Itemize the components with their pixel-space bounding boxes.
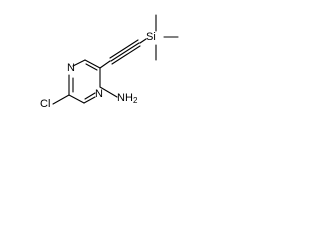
atom-label-n-bottom: N (95, 88, 103, 100)
bond-c2-c3 (84, 59, 101, 69)
atom-label-amine-subscript: 2 (133, 96, 138, 105)
bond-c5-c6 (68, 94, 85, 104)
double-bond-n4-c5-inner (84, 92, 96, 100)
atom-label-n-top: N (67, 62, 75, 74)
bond-n1-c2 (72, 59, 86, 67)
bond-c3-alkyne (99, 60, 111, 69)
chemical-structure-diagram: N N Cl NH 2 Si (40, 14, 179, 110)
bond-alkyne-si (139, 38, 147, 44)
bond-c5-nh2 (99, 86, 118, 98)
triple-bond-line-2 (110, 42, 140, 62)
bond-c6-cl (52, 94, 70, 105)
atom-label-amine: NH (117, 92, 133, 104)
atom-label-chlorine: Cl (40, 98, 50, 110)
double-bond-c2-c3-inner (85, 63, 98, 71)
atom-labels: N N Cl NH 2 Si (40, 31, 156, 110)
triple-bond-line-3 (111, 45, 141, 65)
substituent-bonds (52, 14, 179, 105)
atom-label-silicon: Si (146, 31, 156, 43)
bond-n4-c5 (83, 96, 96, 104)
triple-bond-line-1 (109, 39, 139, 59)
pyrazine-ring (68, 59, 101, 104)
